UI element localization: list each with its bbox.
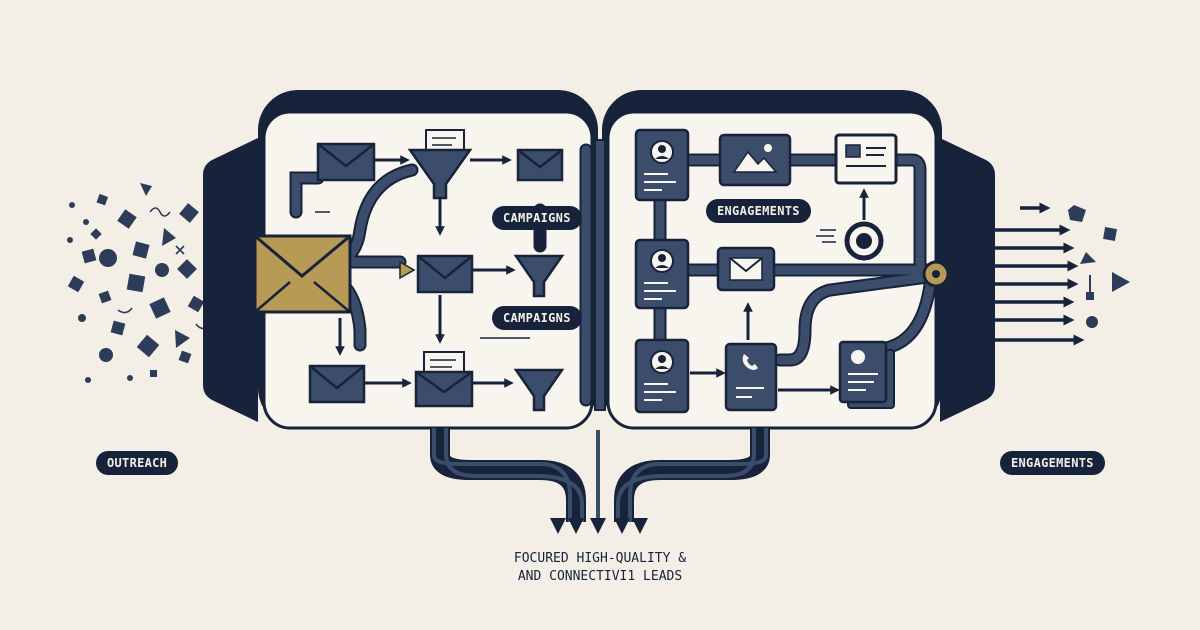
scattered-particles-right: [1068, 205, 1130, 328]
machine-shell-right: [940, 138, 995, 422]
dash-marks-left: [315, 211, 530, 339]
merge-arrowheads: [550, 518, 648, 534]
profile-card-icon: [634, 338, 690, 414]
gold-junction-icon: [922, 260, 950, 288]
caption-line-2: AND CONNECTIVI1 LEADS: [517, 569, 683, 584]
gold-envelope-icon: [253, 234, 352, 314]
phone-icon: [724, 342, 778, 412]
profile-card-icon: [634, 128, 690, 202]
machine-shell-left: [203, 138, 258, 422]
envelope-icon: [308, 364, 366, 404]
funnel-icon: [407, 129, 473, 200]
right-panel-arrows: [690, 188, 869, 395]
caption-line-1: FOCURED HIGH-QUALITY &: [513, 551, 687, 566]
envelope-icon: [716, 246, 776, 292]
document-icon: [834, 133, 898, 185]
scattered-particles-left: [67, 183, 247, 383]
envelope-icon: [416, 254, 474, 294]
target-node-icon: [844, 221, 884, 261]
image-icon: [718, 133, 792, 187]
profile-card-icon: [634, 238, 690, 310]
dash-marks-right: [816, 229, 836, 243]
engagements-label-panel: ENGAGEMENTS: [706, 199, 811, 223]
gold-arrow-icon: [399, 260, 416, 280]
outreach-label: OUTREACH: [96, 451, 179, 475]
document-stack-icon: [838, 340, 895, 409]
open-envelope-icon: [414, 351, 474, 408]
panel-divider: [594, 139, 606, 411]
funnel-icon: [513, 368, 565, 412]
funnel-icon: [513, 254, 565, 298]
left-panel-arrows: [335, 155, 516, 388]
campaigns-label-middle: CAMPAIGNS: [492, 306, 582, 330]
right-panel-pipes: [655, 155, 940, 365]
envelope-icon: [316, 142, 376, 182]
engagements-label-side: ENGAGEMENTS: [1000, 451, 1105, 475]
merge-pipes: [432, 428, 768, 522]
output-arrows: [995, 202, 1085, 346]
campaigns-label-top: CAMPAIGNS: [492, 206, 582, 230]
envelope-icon: [516, 148, 564, 182]
